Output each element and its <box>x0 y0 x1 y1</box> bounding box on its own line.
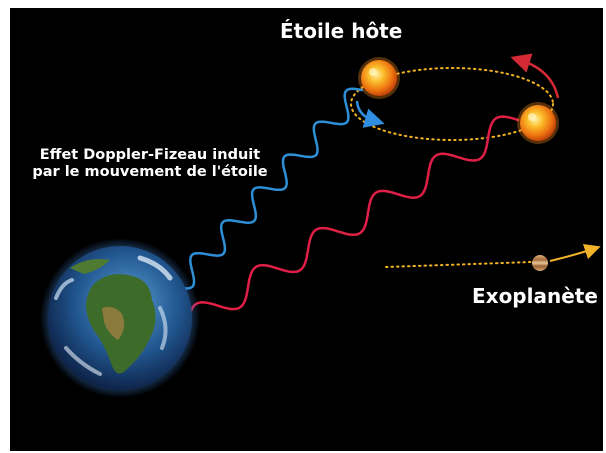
diagram-canvas <box>40 53 601 398</box>
red-motion-arrow <box>510 53 560 99</box>
earth-globe-icon <box>40 238 200 398</box>
diagram-panel: Étoile hôte Effet Doppler-Fizeau induit … <box>10 8 603 451</box>
sun-star-icon <box>358 57 400 99</box>
star-title: Étoile hôte <box>280 19 403 43</box>
blue-motion-arrow <box>355 100 385 128</box>
planet-orbit <box>385 261 533 268</box>
jupiter-planet-icon <box>532 255 548 271</box>
planet-label: Exoplanète <box>472 284 598 308</box>
planet-motion-arrow <box>549 243 601 262</box>
star-orbit <box>350 67 554 141</box>
doppler-effect-label: Effet Doppler-Fizeau induit par le mouve… <box>32 147 268 180</box>
sun-star-icon-right <box>517 102 559 144</box>
